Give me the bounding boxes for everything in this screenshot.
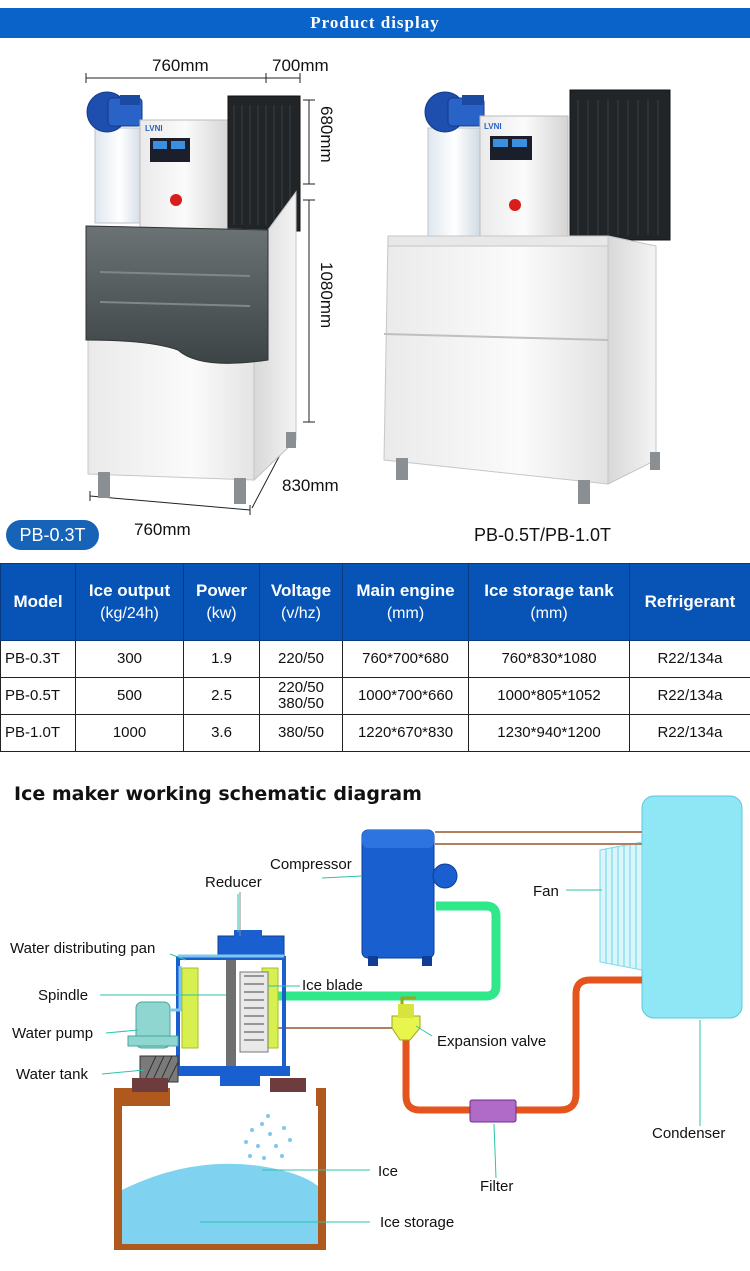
cell-power: 1.9 (183, 640, 260, 678)
cell-model: PB-0.5T (0, 677, 76, 715)
schematic-diagram: Compressor Reducer Water distributing pa… (0, 790, 750, 1265)
condenser-unit (641, 795, 743, 1019)
dim-base-width: 760mm (134, 520, 191, 539)
expansion-valve-unit (268, 996, 421, 1041)
label-water-pump: Water pump (12, 1025, 94, 1042)
cell-main-engine: 1220*670*830 (342, 714, 469, 752)
fan-grille (599, 841, 643, 971)
ice-maker-core (127, 892, 290, 1086)
machine-pb05t-pb10t: LVNI (383, 89, 671, 504)
cell-power: 3.6 (183, 714, 260, 752)
cell-model: PB-0.3T (0, 640, 76, 678)
header-model: Model (0, 563, 76, 641)
spec-table: Model Ice output(kg/24h) Power(kw) Volta… (0, 563, 750, 752)
header-main-engine: Main engine(mm) (342, 563, 469, 641)
label-ice: Ice (378, 1163, 399, 1180)
filter-unit (469, 1099, 517, 1123)
model-badge-label: PB-0.3T (19, 524, 86, 545)
product-display-section: LVNI (0, 40, 750, 555)
cell-main-engine: 1000*700*660 (342, 677, 469, 715)
cell-refrigerant: R22/134a (629, 640, 750, 678)
cell-voltage: 220/50 (259, 640, 343, 678)
dim-upper-height: 680mm (317, 106, 336, 163)
model-badge-pb03t: PB-0.3T (6, 520, 99, 550)
brand-logo-right: LVNI (484, 122, 502, 131)
ice-storage-bin (114, 1078, 326, 1250)
machine-pb03t: LVNI (85, 73, 315, 515)
model-caption-right: PB-0.5T/PB-1.0T (474, 525, 612, 545)
spec-header-row: Model Ice output(kg/24h) Power(kw) Volta… (0, 563, 750, 641)
cell-voltage: 380/50 (259, 714, 343, 752)
dim-top-width: 760mm (152, 56, 209, 75)
product-display-banner: Product display (0, 8, 750, 38)
label-water-tank: Water tank (16, 1066, 88, 1083)
label-compressor: Compressor (270, 856, 352, 873)
cell-power: 2.5 (183, 677, 260, 715)
cell-ice-storage-tank: 1230*940*1200 (468, 714, 630, 752)
cell-main-engine: 760*700*680 (342, 640, 469, 678)
cell-ice-storage-tank: 760*830*1080 (468, 640, 630, 678)
header-refrigerant: Refrigerant (629, 563, 750, 641)
dim-base-depth: 830mm (282, 476, 339, 495)
header-ice-output: Ice output(kg/24h) (75, 563, 184, 641)
cell-ice-output: 300 (75, 640, 184, 678)
header-power: Power(kw) (183, 563, 260, 641)
cell-model: PB-1.0T (0, 714, 76, 752)
label-ice-storage: Ice storage (380, 1214, 455, 1231)
brand-logo-left: LVNI (145, 124, 163, 133)
label-expansion-valve: Expansion valve (437, 1033, 547, 1050)
label-filter: Filter (480, 1178, 514, 1195)
label-water-distributing-pan: Water distributing pan (10, 940, 156, 957)
label-condenser: Condenser (652, 1125, 726, 1142)
schematic-drawing (100, 795, 743, 1250)
banner-title: Product display (310, 13, 440, 32)
schematic-title: Ice maker working schematic diagram (14, 783, 422, 805)
header-voltage: Voltage(v/hz) (259, 563, 343, 641)
label-ice-blade: Ice blade (302, 977, 363, 994)
cell-ice-storage-tank: 1000*805*1052 (468, 677, 630, 715)
header-ice-storage-tank: Ice storage tank(mm) (468, 563, 630, 641)
label-reducer: Reducer (205, 874, 262, 891)
dim-lower-height: 1080mm (317, 262, 336, 329)
label-spindle: Spindle (38, 987, 89, 1004)
cell-refrigerant: R22/134a (629, 677, 750, 715)
label-fan: Fan (533, 883, 559, 900)
compressor-unit (361, 829, 458, 966)
cell-ice-output: 1000 (75, 714, 184, 752)
cell-refrigerant: R22/134a (629, 714, 750, 752)
product-photos: LVNI (85, 73, 671, 515)
dim-top-depth: 700mm (272, 56, 329, 75)
cell-ice-output: 500 (75, 677, 184, 715)
